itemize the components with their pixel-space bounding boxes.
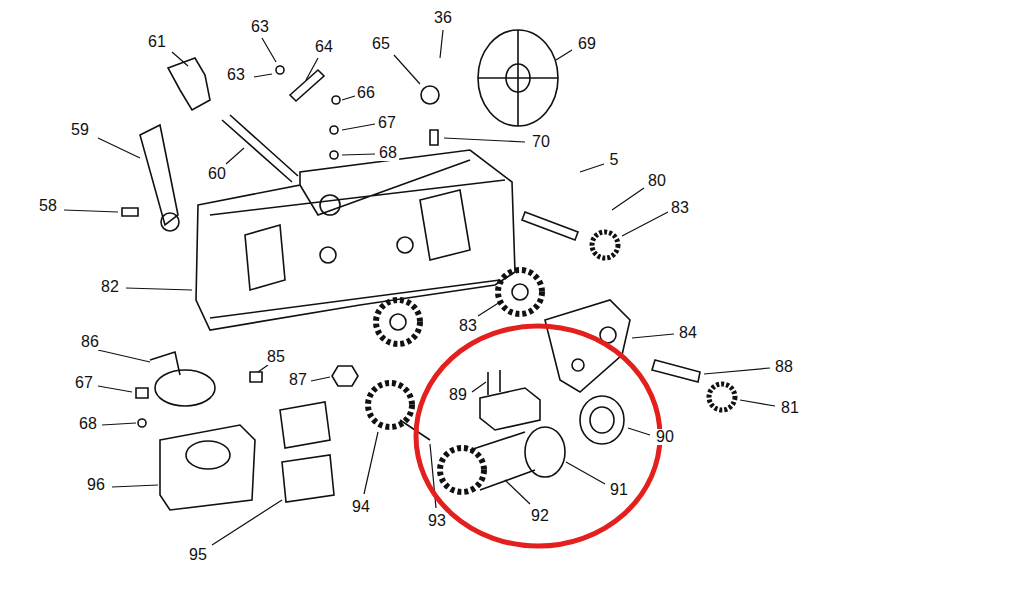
frame-hole [320, 195, 340, 215]
ring [580, 396, 624, 444]
frame-detail [210, 160, 505, 318]
shaft [522, 212, 578, 240]
callout-number: 93 [426, 513, 448, 529]
callout-number: 66 [355, 85, 377, 101]
callout-number: 69 [576, 36, 598, 52]
screw [122, 208, 138, 216]
callout-number: 68 [377, 145, 399, 161]
callout-number: 87 [287, 372, 309, 388]
callout-number: 80 [646, 173, 668, 189]
screw [138, 419, 146, 427]
callout-number: 65 [370, 36, 392, 52]
washer [421, 86, 439, 104]
callout-number: 86 [79, 334, 101, 350]
knob [155, 370, 215, 406]
callout-number: 96 [85, 477, 107, 493]
bearing-shell [280, 402, 334, 502]
callout-number: 88 [773, 359, 795, 375]
bracket [545, 300, 630, 392]
block-bore [186, 441, 230, 469]
gear [376, 300, 420, 344]
callout-number: 70 [530, 134, 552, 150]
gear [592, 232, 618, 258]
callout-number: 60 [206, 166, 228, 182]
callout-number: 83 [457, 318, 479, 334]
pin [290, 70, 324, 101]
callout-number: 81 [779, 400, 801, 416]
pin [250, 372, 262, 382]
callout-number: 94 [350, 499, 372, 515]
parts [122, 30, 735, 510]
small-part [276, 66, 284, 74]
callout-number: 91 [608, 482, 630, 498]
callout-number: 68 [77, 416, 99, 432]
frame [196, 150, 515, 330]
gear [368, 383, 412, 427]
callout-number: 90 [654, 429, 676, 445]
rod-eye [161, 213, 179, 231]
callout-number: 63 [249, 19, 271, 35]
handwheel [478, 30, 558, 126]
callout-number: 85 [265, 349, 287, 365]
callout-number: 89 [447, 387, 469, 403]
frame-hole [320, 247, 336, 263]
callout-number: 67 [73, 375, 95, 391]
shaft [222, 115, 298, 182]
gear [498, 270, 542, 314]
gear [440, 448, 484, 492]
spring [330, 126, 338, 134]
ring-bore [590, 407, 614, 433]
callout-number: 5 [608, 152, 621, 168]
knob-stem [150, 352, 180, 375]
nut [332, 366, 358, 386]
housing-block [160, 425, 255, 510]
nut [332, 96, 340, 104]
bushing [168, 58, 210, 110]
pin [430, 130, 438, 145]
callout-number: 63 [225, 67, 247, 83]
callout-number: 82 [99, 279, 121, 295]
gear-shaft [470, 432, 535, 490]
gear-hub [390, 314, 406, 330]
spoke [478, 30, 558, 126]
gear [709, 384, 735, 410]
callout-number: 84 [677, 325, 699, 341]
callout-number: 61 [146, 34, 168, 50]
bracket-lug [488, 370, 500, 395]
highlight-circle [416, 326, 660, 546]
bracket [480, 388, 540, 430]
callout-number: 64 [313, 39, 335, 55]
screw [330, 151, 338, 159]
sleeve [525, 427, 565, 477]
callout-number: 83 [669, 200, 691, 216]
callout-number: 95 [187, 547, 209, 563]
gear-hub [512, 284, 528, 300]
leader-lines [64, 30, 775, 545]
connecting-rod [140, 125, 178, 225]
screw [136, 388, 148, 398]
leader-line [64, 30, 775, 545]
callout-number: 92 [529, 508, 551, 524]
frame-detail [245, 190, 470, 290]
callout-number: 36 [432, 10, 454, 26]
callout-number: 59 [69, 122, 91, 138]
callout-number: 67 [376, 115, 398, 131]
shaft [652, 360, 700, 382]
callout-number: 58 [37, 198, 59, 214]
frame-hole [397, 237, 413, 253]
bracket-hole [572, 359, 584, 371]
